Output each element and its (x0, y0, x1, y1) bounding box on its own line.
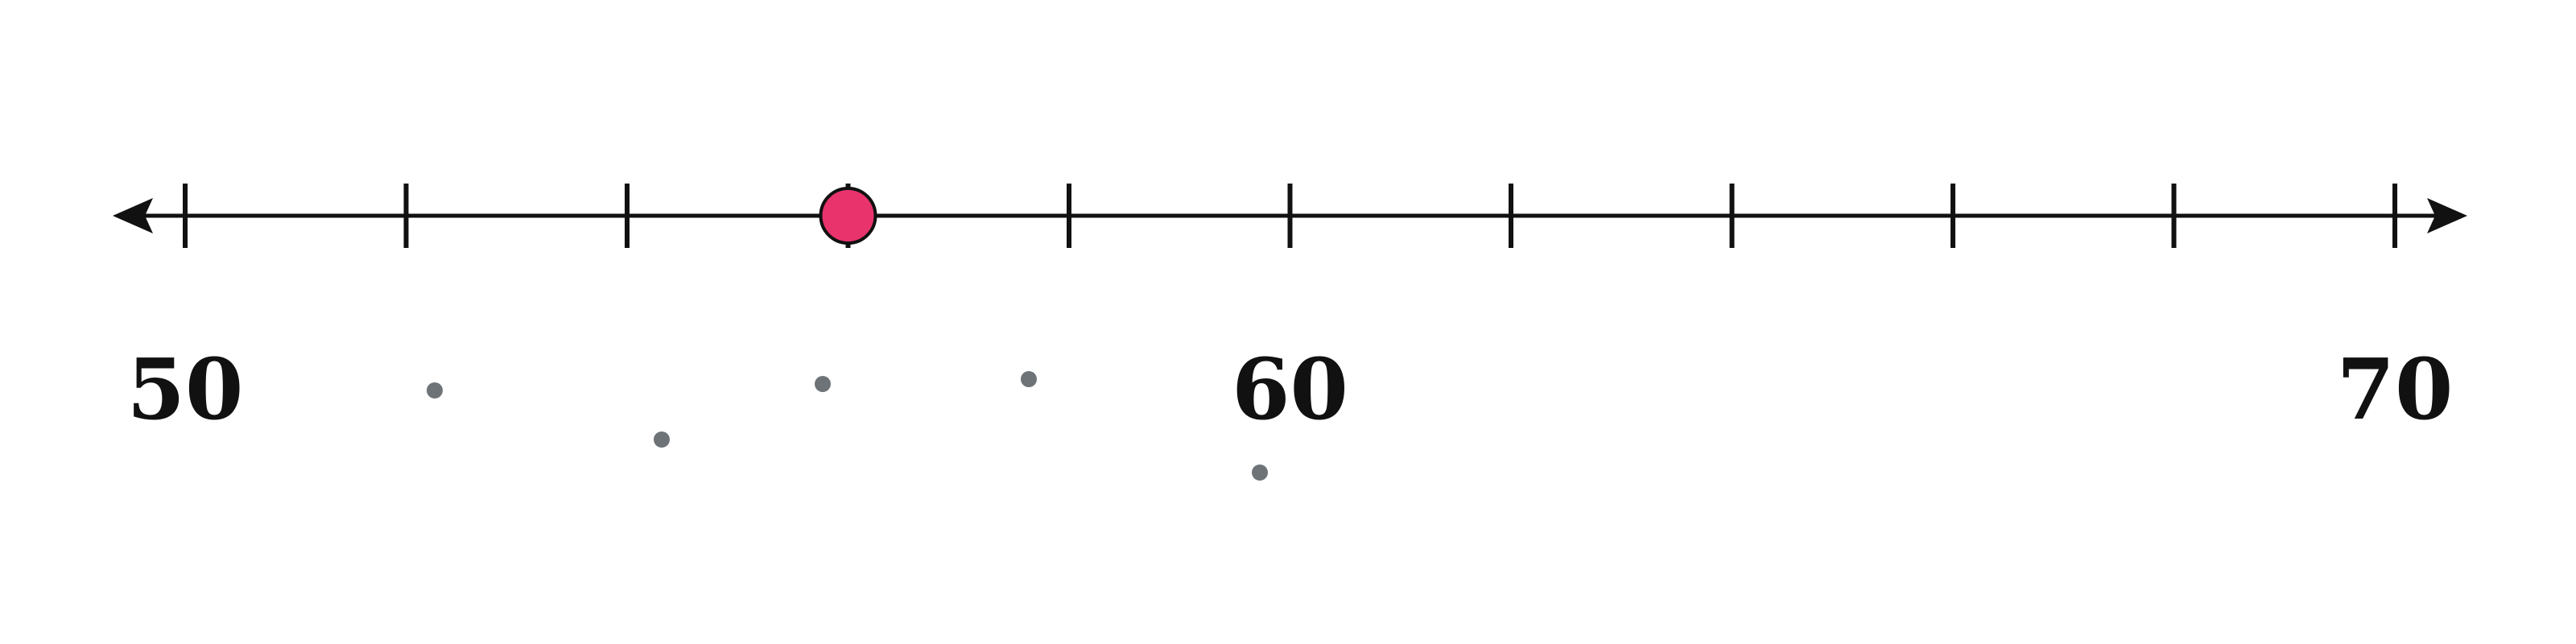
tick-label-70: 70 (2337, 340, 2454, 439)
tick-label-60: 60 (1232, 340, 1348, 439)
stray-dots (427, 371, 1268, 481)
tick-labels: 50 60 70 (127, 340, 2454, 439)
tick-label-50: 50 (127, 340, 244, 439)
stray-dot (1252, 464, 1268, 481)
stray-dot (815, 376, 831, 392)
stray-dot (1021, 371, 1037, 387)
left-arrow-icon (113, 198, 153, 233)
stray-dot (427, 382, 443, 398)
stray-dot (654, 431, 670, 448)
marked-point[interactable] (819, 187, 877, 245)
right-arrow-icon (2427, 198, 2467, 233)
tick-marks (183, 184, 2397, 248)
